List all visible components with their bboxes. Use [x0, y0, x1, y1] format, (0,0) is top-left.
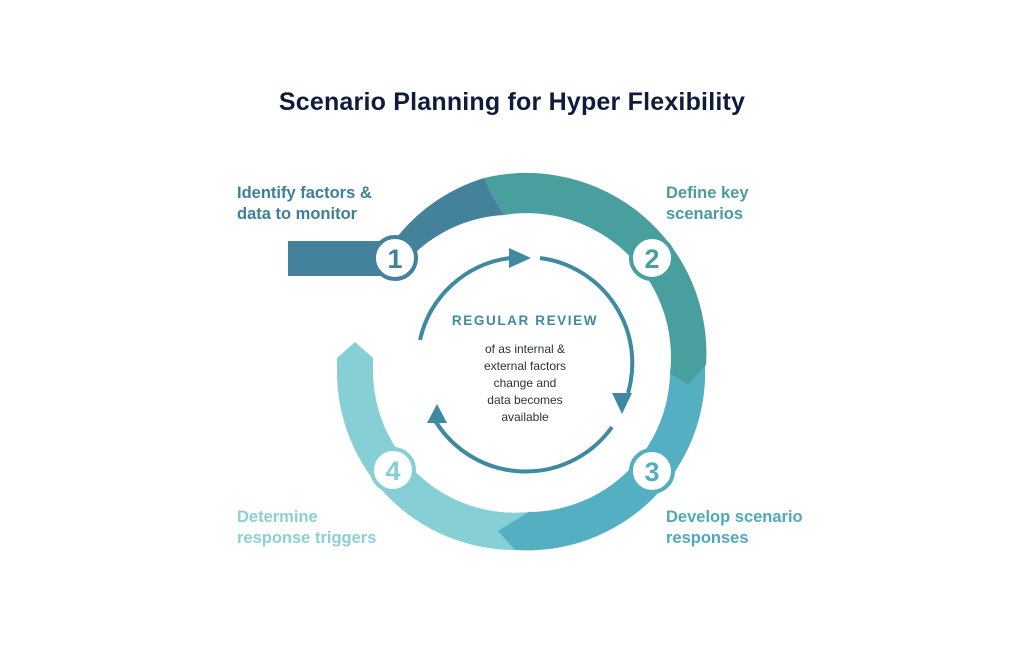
step-circle [372, 235, 418, 281]
step-badge-3: 3 [629, 448, 675, 494]
step-badge-2: 2 [629, 235, 675, 281]
step-3-label: Develop scenario responses [666, 508, 803, 547]
step-circle [629, 235, 675, 281]
review-arc-bottom [434, 420, 614, 474]
step-4-label: Determine response triggers [237, 508, 377, 547]
step-2-label: Define key scenarios [666, 184, 749, 223]
segment-1-arc [288, 178, 504, 276]
review-arrow-top [509, 248, 531, 268]
step-circle [629, 448, 675, 494]
review-arrow-left [427, 404, 447, 423]
review-heading: REGULAR REVIEW [451, 313, 599, 328]
step-number: 2 [644, 244, 659, 274]
review-arc-top [418, 256, 511, 341]
segment-2-arc [484, 172, 707, 385]
step-number: 3 [644, 457, 659, 487]
step-1-label: Identify factors & data to monitor [237, 184, 372, 223]
review-description: of as internal & external factors change… [483, 342, 567, 424]
step-number: 1 [387, 244, 402, 274]
step-badge-1: 1 [372, 235, 418, 281]
step-badge-4: 4 [370, 447, 416, 493]
review-cycle [418, 256, 635, 474]
review-arc-right [539, 256, 635, 394]
step-number: 4 [385, 456, 400, 486]
step-circle [370, 447, 416, 493]
review-arrow-right [612, 393, 632, 414]
diagram-title: Scenario Planning for Hyper Flexibility [278, 88, 746, 116]
